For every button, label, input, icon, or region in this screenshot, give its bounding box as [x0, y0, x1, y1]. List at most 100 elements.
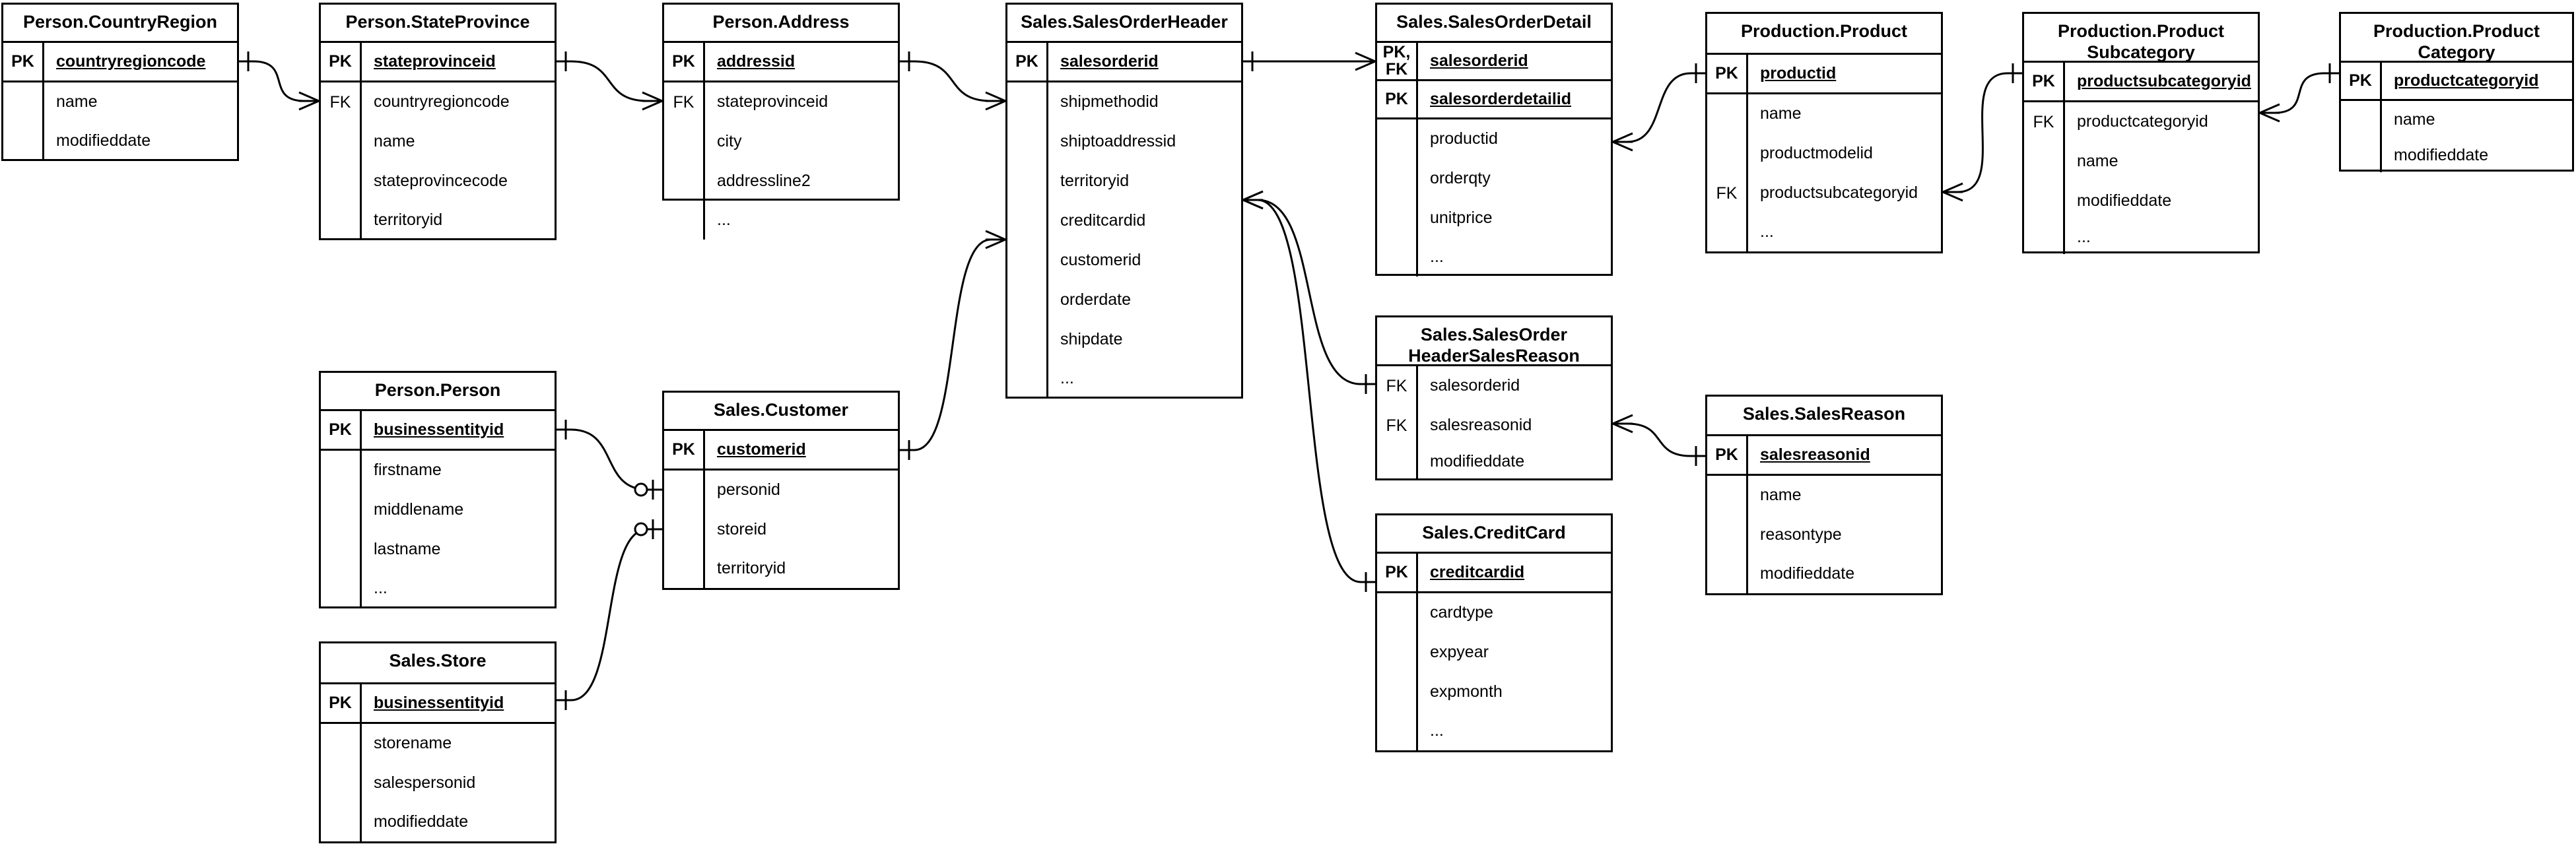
entity-title: Sales.SalesOrder HeaderSalesReason: [1377, 317, 1611, 366]
attribute-name: ...: [717, 211, 731, 230]
attribute-key-label: [1377, 593, 1418, 633]
attribute-key-label: [1007, 359, 1048, 398]
attribute-row: name: [2024, 142, 2258, 181]
attribute-row: PK productid: [1707, 55, 1941, 94]
attribute-name: territoryid: [1060, 172, 1130, 191]
attribute-row: personid: [664, 471, 898, 510]
attribute-key-label: PK: [1377, 81, 1418, 117]
attribute-name: unitprice: [1430, 209, 1493, 228]
attribute-name: stateprovincecode: [374, 172, 508, 191]
attribute-name: expmonth: [1430, 682, 1503, 701]
attribute-row: ...: [321, 569, 555, 608]
attribute-key-label: [321, 121, 362, 162]
entity-title: Production.Product Subcategory: [2024, 14, 2258, 63]
attribute-key-label: [321, 803, 362, 841]
attribute-key-label: [664, 550, 705, 588]
attribute-key-label: PK: [1707, 55, 1748, 92]
attribute-row: modifieddate: [3, 121, 237, 160]
entity-title: Person.Address: [664, 5, 898, 43]
attribute-key-label: [321, 529, 362, 569]
attribute-row: orderqty: [1377, 158, 1611, 199]
attribute-key-label: [2341, 101, 2382, 139]
attribute-key-label: [1377, 445, 1418, 478]
attribute-name: shipmethodid: [1060, 92, 1159, 112]
attribute-name: ...: [374, 579, 388, 598]
attribute-row: name: [3, 82, 237, 122]
attribute-name: ...: [1430, 247, 1444, 267]
attribute-row: PK productsubcategoryid: [2024, 63, 2258, 102]
rel-productsubcategory-product: [1942, 63, 2022, 202]
attribute-key-label: [1377, 238, 1418, 277]
attribute-name: productid: [1760, 63, 1837, 82]
attribute-key-label: [664, 161, 705, 201]
attribute-name: name: [2394, 110, 2435, 129]
attribute-name: addressid: [717, 51, 796, 71]
attribute-name: storename: [374, 734, 452, 753]
attribute-row: ...: [1377, 712, 1611, 750]
attribute-key-label: FK: [664, 82, 705, 122]
entity-title: Person.CountryRegion: [3, 5, 237, 43]
entity-title: Production.Product Category: [2341, 14, 2572, 63]
attribute-name: salespersonid: [374, 773, 476, 793]
attribute-name: city: [717, 132, 742, 151]
attribute-key-label: [1377, 119, 1418, 159]
rel-countryregion-stateprovince: [239, 51, 320, 111]
attribute-name: lastname: [374, 540, 441, 559]
attribute-name: salesorderid: [1430, 376, 1520, 395]
attribute-name: reasontype: [1760, 525, 1842, 544]
attribute-row: ...: [664, 201, 898, 240]
attribute-key-label: PK: [2024, 63, 2065, 100]
attribute-key-label: [1007, 121, 1048, 162]
attribute-name: modifieddate: [2077, 191, 2172, 211]
attribute-key-label: FK: [1377, 406, 1418, 445]
attribute-name: modifieddate: [1430, 452, 1525, 471]
attribute-row: reasontype: [1707, 515, 1941, 555]
attribute-name: productsubcategoryid: [2077, 71, 2251, 90]
attribute-name: firstname: [374, 461, 442, 480]
attribute-name: shiptoaddressid: [1060, 132, 1176, 151]
rel-address-salesorderheader: [900, 51, 1006, 111]
attribute-row: modifieddate: [1707, 555, 1941, 593]
attribute-key-label: PK: [1007, 42, 1048, 81]
rel-salesorderheader-headersalesreason: [1242, 190, 1375, 394]
attribute-name: expyear: [1430, 643, 1489, 662]
entity-title: Production.Product: [1707, 14, 1941, 55]
rel-customer-salesorderheader: [900, 230, 1006, 460]
attribute-name: salesreasonid: [1430, 416, 1532, 435]
attribute-key-label: [1007, 82, 1048, 122]
attribute-key-label: PK: [321, 42, 362, 81]
attribute-key-label: [1007, 319, 1048, 360]
attribute-key-label: [1377, 672, 1418, 712]
attribute-key-label: FK: [321, 82, 362, 122]
attribute-key-label: [2024, 142, 2065, 181]
attribute-key-label: [1707, 134, 1748, 174]
attribute-key-label: FK: [1707, 174, 1748, 213]
attribute-row: unitprice: [1377, 198, 1611, 238]
